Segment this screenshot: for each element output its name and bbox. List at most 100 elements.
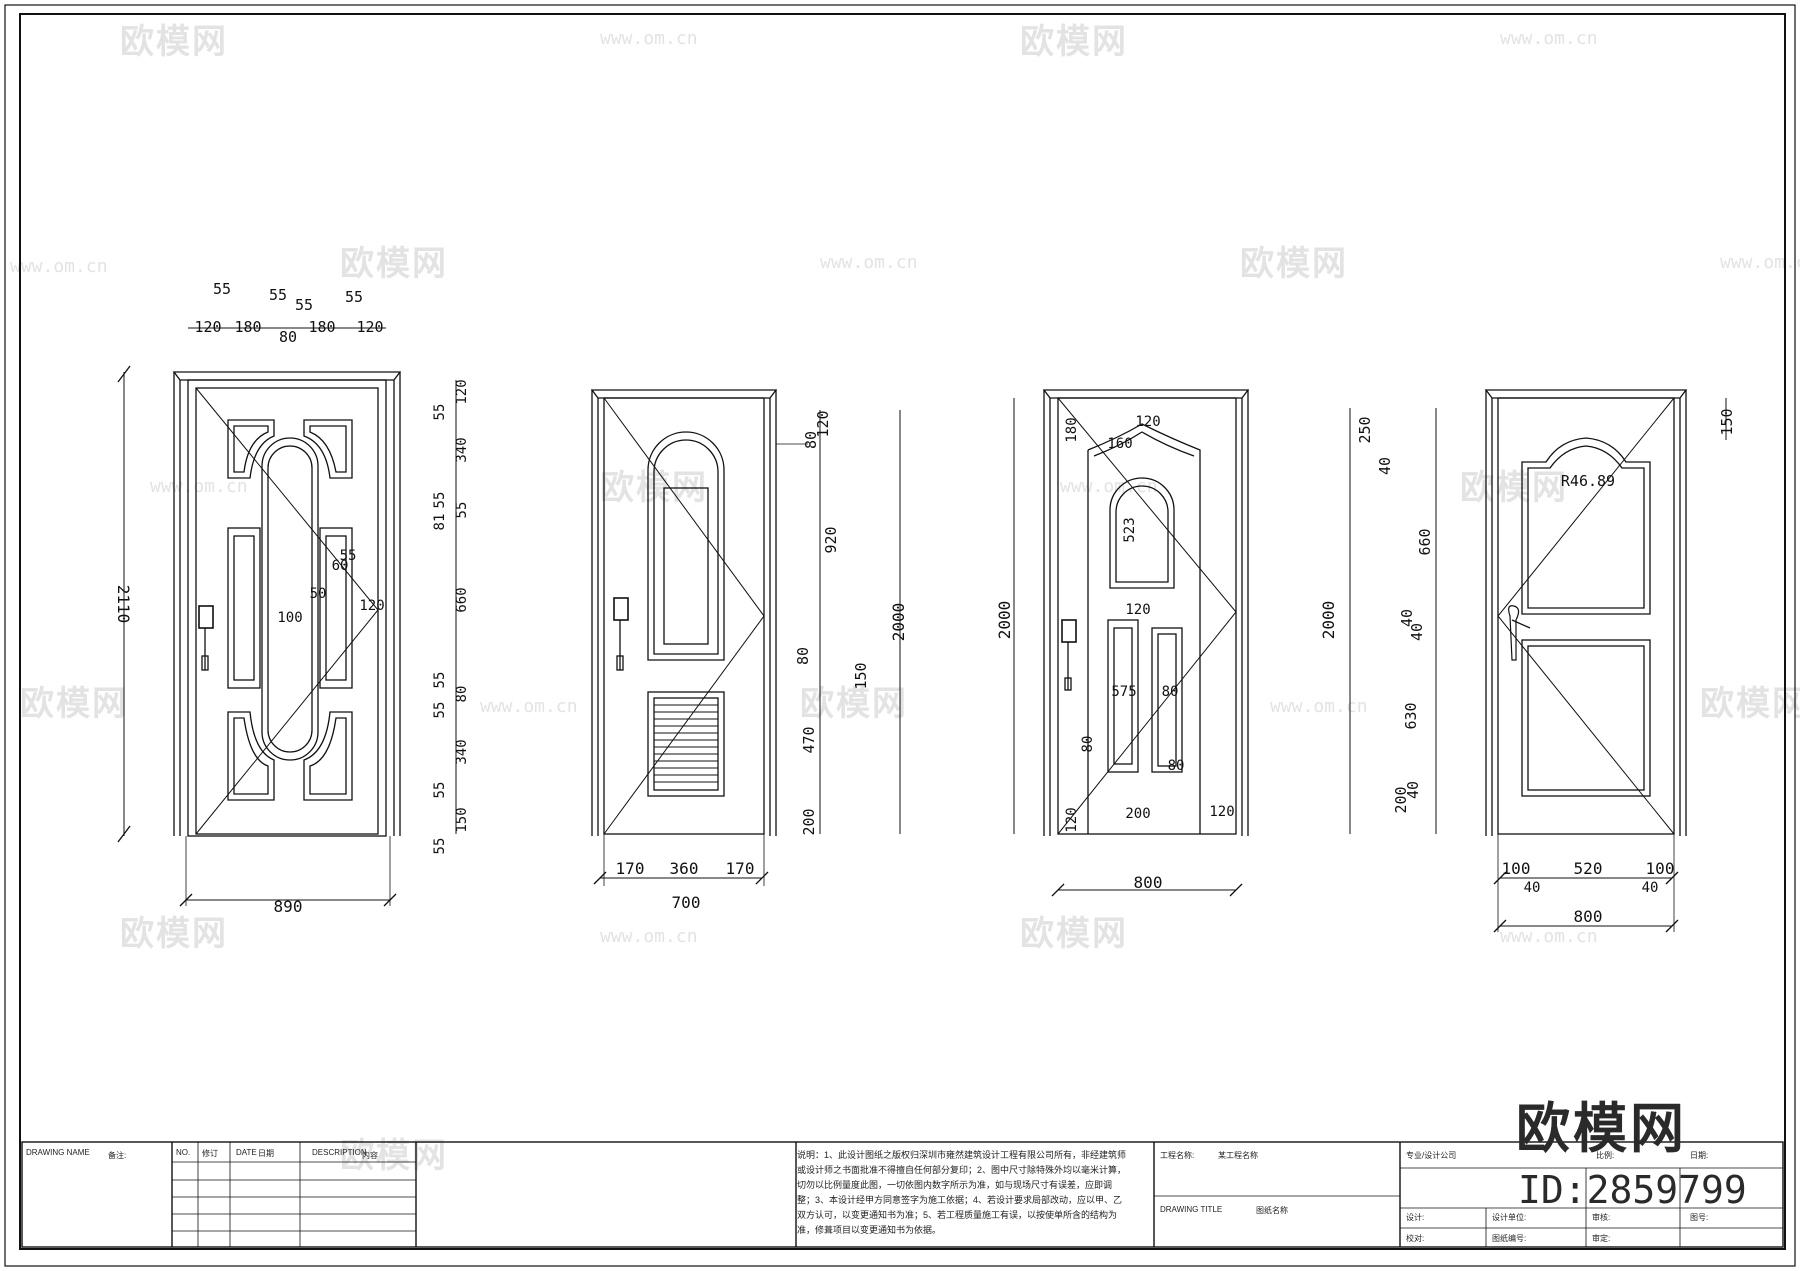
drawing-title-label: DRAWING TITLE bbox=[1160, 1205, 1223, 1214]
watermark-url: www.om.cn bbox=[1060, 476, 1158, 497]
door-1-side-dim: 340 bbox=[454, 437, 470, 462]
door-1-side-dim: 660 bbox=[454, 587, 470, 612]
door-1-top-row-dim: 180 bbox=[234, 318, 261, 336]
door-1-side-dim: 150 bbox=[454, 807, 470, 832]
door-1-elevation bbox=[117, 327, 457, 907]
door-1-side-dim: 55 bbox=[432, 404, 448, 421]
check-label: 校对: bbox=[1406, 1234, 1425, 1243]
door-3-height-dim: 2000 bbox=[995, 601, 1014, 640]
watermark-text: 欧模网 bbox=[340, 244, 448, 284]
company-label: 专业/设计公司 bbox=[1406, 1151, 1457, 1160]
door-4-side-dim: 200 bbox=[1392, 786, 1410, 813]
door-1-side-dim: 81 bbox=[432, 514, 448, 531]
door-1-inner-dim: 60 bbox=[332, 558, 349, 574]
door-1-top-row-dim: 180 bbox=[308, 318, 335, 336]
content-label: 内容 bbox=[362, 1151, 378, 1160]
door-1-height-dim: 2110 bbox=[114, 585, 133, 624]
description-label: DESCRIPTION bbox=[312, 1148, 367, 1157]
watermark-url: www.om.cn bbox=[1720, 252, 1800, 273]
door-3-inner-dim: 160 bbox=[1107, 436, 1132, 452]
door-4-side-dim: 40 bbox=[1408, 623, 1426, 641]
door-1-top-row-dim: 120 bbox=[194, 318, 221, 336]
door-3-inner-dim: 523 bbox=[1122, 517, 1138, 542]
sheet-label: 图号: bbox=[1690, 1213, 1709, 1222]
design-unit-label: 设计单位: bbox=[1492, 1213, 1527, 1222]
watermark-text: 欧模网 bbox=[1020, 22, 1128, 62]
remark-label: 备注: bbox=[108, 1151, 127, 1160]
door-2-bottom-dim: 360 bbox=[670, 859, 699, 878]
approve-label: 审定: bbox=[1592, 1234, 1611, 1243]
watermark-text: 欧模网 bbox=[120, 22, 228, 62]
door-4-bottom-dim: 100 bbox=[1502, 859, 1531, 878]
drawing-title-value: 图纸名称 bbox=[1256, 1206, 1288, 1215]
door-4-side-dim: 630 bbox=[1402, 702, 1420, 729]
watermark-text: 欧模网 bbox=[1240, 244, 1348, 284]
brand-id: ID:2859799 bbox=[1518, 1168, 1747, 1212]
door-1-side-dim: 80 bbox=[454, 686, 470, 703]
watermark-text: 欧模网 bbox=[1700, 684, 1800, 724]
review-label: 审核: bbox=[1592, 1213, 1611, 1222]
door-1-top-row-dim: 120 bbox=[356, 318, 383, 336]
door-1-side-dim: 120 bbox=[454, 379, 470, 404]
door-3-inner-dim: 80 bbox=[1080, 736, 1096, 753]
watermark-url: www.om.cn bbox=[1500, 926, 1598, 947]
door-4-side-dim: 40 bbox=[1376, 457, 1394, 475]
dimension-labels: 55 55 55 55 120 180 80 180 120 2110 890 120 55 340 55 5… bbox=[114, 280, 1736, 926]
watermark-text: 欧模网 bbox=[1020, 914, 1128, 954]
door-3-inner-dim: 120 bbox=[1064, 807, 1080, 832]
door-3-inner-dim: 120 bbox=[1209, 804, 1234, 820]
watermark-text: 欧模网 bbox=[20, 684, 128, 724]
door-3-inner-dim: 80 bbox=[1162, 684, 1179, 700]
design-notes: 说明：1、此设计图纸之版权归深圳市雍然建筑设计工程有限公司所有，非经建筑师或设计… bbox=[797, 1150, 1127, 1235]
door-3-width-dim: 800 bbox=[1134, 873, 1163, 892]
no-label: NO. bbox=[176, 1148, 191, 1157]
door-2-side-dim: 80 bbox=[794, 647, 812, 665]
door-2-width-dim: 700 bbox=[672, 893, 701, 912]
door-4-side-dim: 40 bbox=[1398, 609, 1416, 627]
door-2-elevation bbox=[590, 389, 901, 886]
door-1-side-dim: 55 bbox=[432, 492, 448, 509]
watermark-url: www.om.cn bbox=[820, 252, 918, 273]
door-1-side-dim: 340 bbox=[454, 739, 470, 764]
door-1-inner-dim: 120 bbox=[359, 598, 384, 614]
door-3-inner-dim: 120 bbox=[1135, 414, 1160, 430]
door-2-side-dim: 920 bbox=[822, 526, 840, 553]
door-1-inner-dim: 100 bbox=[277, 610, 302, 626]
design-label: 设计: bbox=[1406, 1213, 1425, 1222]
door-1-side-dim: 55 bbox=[432, 782, 448, 799]
door-1-top-dim: 55 bbox=[269, 286, 287, 304]
door-4-side-dim: 250 bbox=[1356, 416, 1374, 443]
watermark-url: www.om.cn bbox=[1500, 28, 1598, 49]
door-2-side-dim: 200 bbox=[800, 808, 818, 835]
modify-label: 修订 bbox=[202, 1149, 218, 1158]
watermark-url: www.om.cn bbox=[480, 696, 578, 717]
watermark-text: 欧模网 bbox=[800, 684, 908, 724]
door-3-inner-dim: 180 bbox=[1064, 417, 1080, 442]
watermark-url: www.om.cn bbox=[600, 28, 698, 49]
door-4-bottom-dim: 100 bbox=[1646, 859, 1675, 878]
door-1-side-dim: 55 bbox=[454, 502, 470, 519]
door-3-inner-dim: 575 bbox=[1111, 684, 1136, 700]
proportion-label: 比例: bbox=[1596, 1151, 1615, 1160]
date2-label: 日期: bbox=[1690, 1151, 1709, 1160]
door-1-top-row-dim: 80 bbox=[279, 328, 297, 346]
brand-logo-text: 欧模网 bbox=[1516, 1097, 1687, 1160]
drawing-name-label: DRAWING NAME bbox=[26, 1148, 90, 1157]
date-label: DATE bbox=[236, 1148, 257, 1157]
door-1-top-dim: 55 bbox=[213, 280, 231, 298]
door-1-top-dim: 55 bbox=[345, 288, 363, 306]
door-4-bottom-dim: 520 bbox=[1574, 859, 1603, 878]
project-value: 某工程名称 bbox=[1218, 1151, 1258, 1160]
door-1-side-dim: 55 bbox=[432, 702, 448, 719]
watermark-url: www.om.cn bbox=[600, 926, 698, 947]
watermark-url: www.om.cn bbox=[10, 256, 108, 277]
door-1-inner-dim: 50 bbox=[310, 586, 327, 602]
door-1-width-dim: 890 bbox=[274, 897, 303, 916]
watermark-text: 欧模网 bbox=[1460, 468, 1568, 508]
watermark-url: www.om.cn bbox=[1270, 696, 1368, 717]
door-4-side-dim: 660 bbox=[1416, 528, 1434, 555]
door-2-bottom-dim: 170 bbox=[726, 859, 755, 878]
door-4-top-dim: 150 bbox=[1718, 408, 1736, 435]
door-1-top-dim: 55 bbox=[295, 296, 313, 314]
